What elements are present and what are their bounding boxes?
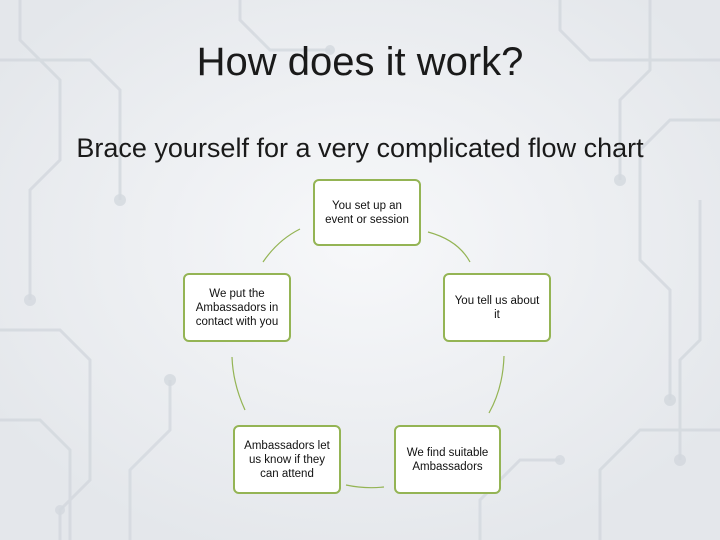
slide-title: How does it work?	[196, 40, 524, 84]
flow-node-label: We put the Ambassadors in contact with y…	[195, 287, 279, 328]
flow-node-find-ambassadors: We find suitable Ambassadors	[394, 425, 501, 494]
flow-node-label: Ambassadors let us know if they can atte…	[244, 439, 330, 480]
flow-node-ambassadors-attend: Ambassadors let us know if they can atte…	[233, 425, 341, 494]
slide-subtitle: Brace yourself for a very complicated fl…	[76, 133, 644, 163]
flow-node-label: You set up an event or session	[325, 199, 409, 226]
flow-node-label: We find suitable Ambassadors	[406, 446, 489, 473]
flow-node-label: You tell us about it	[454, 294, 540, 321]
flow-node-tell-us: You tell us about it	[443, 273, 551, 342]
flow-node-put-in-contact: We put the Ambassadors in contact with y…	[183, 273, 291, 342]
flow-node-set-up-event: You set up an event or session	[313, 179, 421, 246]
